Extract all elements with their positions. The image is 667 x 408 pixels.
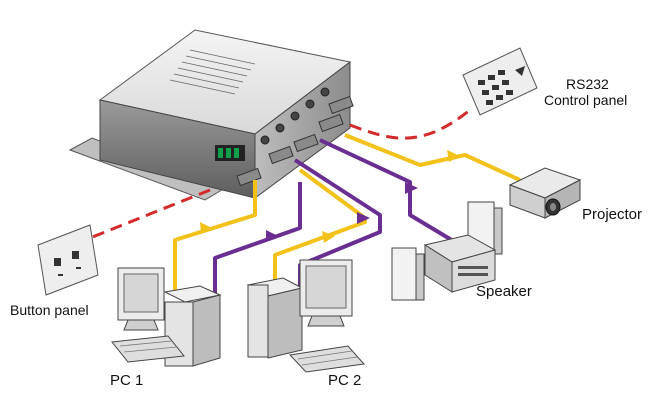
button-panel — [37, 224, 99, 296]
rs232-control-panel — [462, 47, 538, 116]
rs232-label: RS232 — [566, 76, 609, 92]
button-panel-label: Button panel — [10, 302, 89, 318]
video-cables — [173, 133, 521, 292]
projector-label: Projector — [582, 206, 643, 223]
control-panel-label: Control panel — [544, 92, 628, 108]
speaker-system — [391, 201, 503, 301]
pc1-computer — [111, 267, 222, 367]
projector — [508, 167, 582, 219]
control-cable — [79, 108, 471, 244]
video-flow-arrows — [200, 150, 460, 243]
pc2-computer — [246, 259, 365, 373]
switcher-device — [68, 29, 354, 201]
audio-flow-arrows — [266, 182, 418, 242]
pc2-label: PC 2 — [328, 372, 362, 389]
pc1-label: PC 1 — [110, 372, 144, 389]
speaker-label: Speaker — [476, 283, 532, 300]
